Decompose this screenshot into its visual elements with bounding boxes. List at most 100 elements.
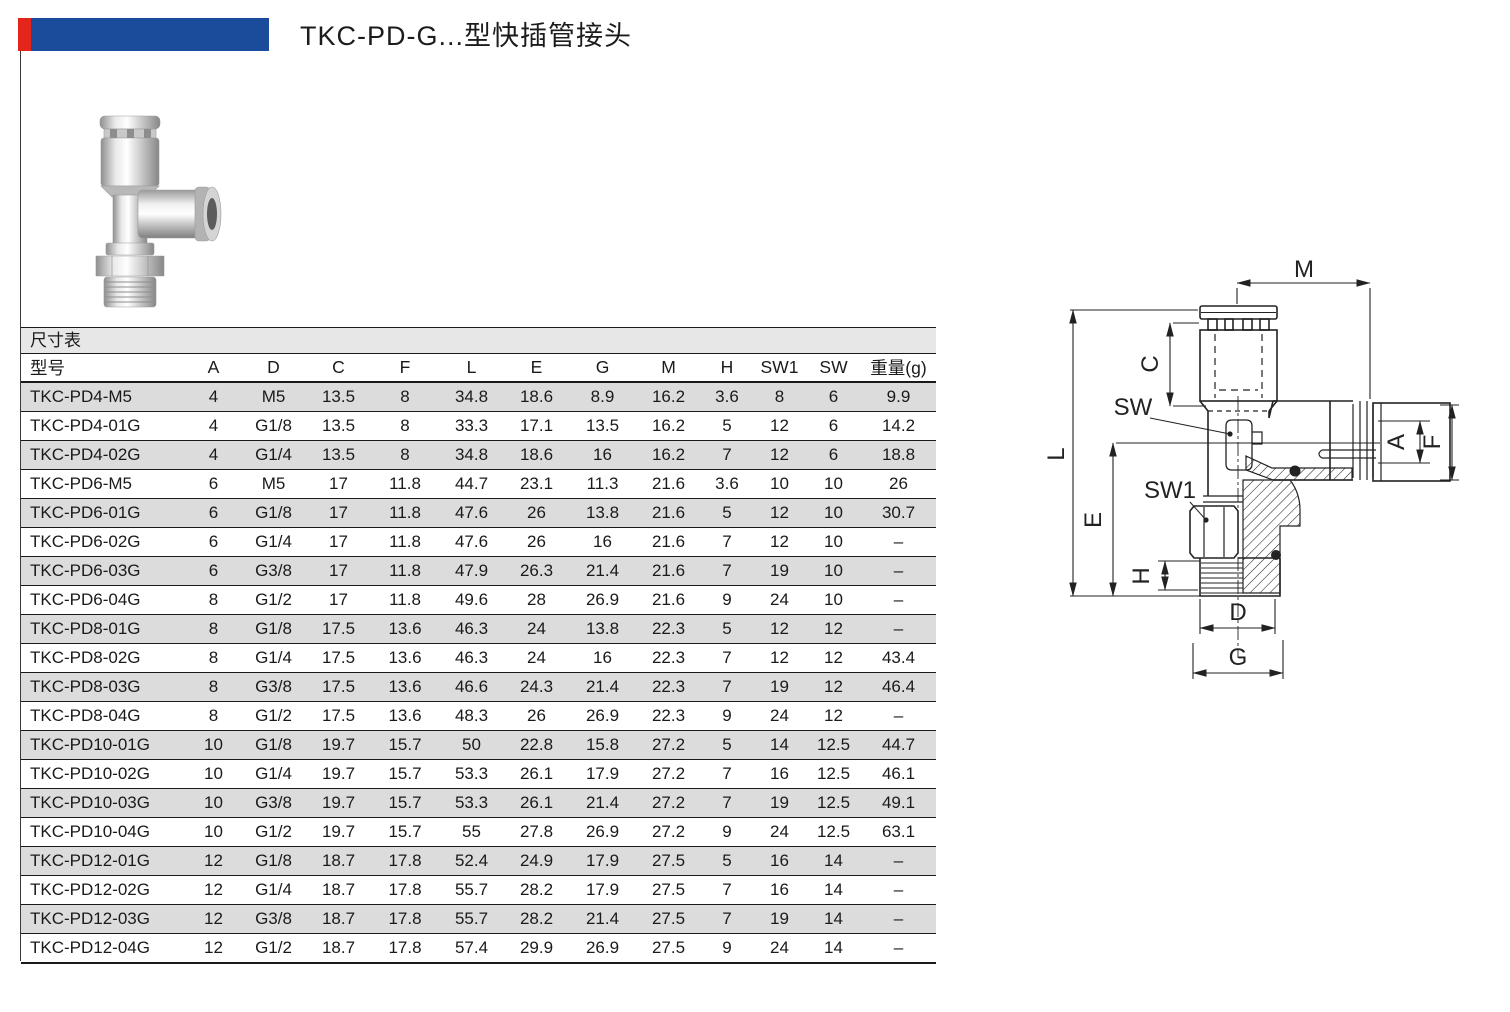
model-cell: TKC-PD10-02G — [21, 759, 186, 789]
value-cell: 10 — [186, 817, 241, 847]
value-cell: 34.8 — [439, 440, 504, 470]
value-cell: 46.1 — [861, 759, 936, 789]
value-cell: 7 — [701, 759, 753, 789]
dim-label-sw1: SW1 — [1144, 477, 1196, 504]
value-cell: 10 — [806, 556, 861, 586]
value-cell: 19 — [753, 904, 806, 934]
red-accent-bar — [18, 18, 31, 51]
value-cell: 18.7 — [306, 933, 371, 964]
value-cell: 19.7 — [306, 788, 371, 818]
value-cell: G1/2 — [241, 585, 306, 615]
value-cell: 24 — [504, 643, 569, 673]
value-cell: 21.4 — [569, 788, 636, 818]
value-cell: 24 — [753, 817, 806, 847]
model-cell: TKC-PD8-01G — [21, 614, 186, 644]
value-cell: G1/4 — [241, 440, 306, 470]
value-cell: 27.5 — [636, 846, 701, 876]
value-cell: 18.7 — [306, 846, 371, 876]
value-cell: 8 — [371, 382, 439, 412]
value-cell: 49.1 — [861, 788, 936, 818]
value-cell: 22.3 — [636, 643, 701, 673]
value-cell: 9.9 — [861, 382, 936, 412]
photo-side-bore — [207, 198, 217, 230]
value-cell: 7 — [701, 556, 753, 586]
column-header-4: F — [371, 354, 439, 383]
value-cell: 10 — [186, 730, 241, 760]
value-cell: G1/4 — [241, 643, 306, 673]
value-cell: 46.4 — [861, 672, 936, 702]
value-cell: 17 — [306, 469, 371, 499]
section-hatch — [1242, 455, 1353, 594]
value-cell: 24.3 — [504, 672, 569, 702]
left-rule-line — [20, 51, 21, 961]
value-cell: 26.9 — [569, 701, 636, 731]
value-cell: 12 — [186, 933, 241, 964]
value-cell: 8 — [186, 585, 241, 615]
value-cell: 19 — [753, 788, 806, 818]
value-cell: G1/8 — [241, 498, 306, 528]
value-cell: 34.8 — [439, 382, 504, 412]
value-cell: 14 — [753, 730, 806, 760]
model-cell: TKC-PD12-04G — [21, 933, 186, 964]
value-cell: G1/8 — [241, 730, 306, 760]
value-cell: 11.8 — [371, 585, 439, 615]
value-cell: 23.1 — [504, 469, 569, 499]
value-cell: 15.7 — [371, 759, 439, 789]
value-cell: G1/4 — [241, 759, 306, 789]
value-cell: 18.7 — [306, 875, 371, 905]
column-header-8: M — [636, 354, 701, 383]
value-cell: 6 — [186, 498, 241, 528]
value-cell: 27.2 — [636, 759, 701, 789]
value-cell: 53.3 — [439, 759, 504, 789]
product-photo — [40, 80, 280, 340]
value-cell: 15.7 — [371, 788, 439, 818]
value-cell: 17.1 — [504, 411, 569, 441]
dim-label-a: A — [1383, 434, 1410, 450]
value-cell: 9 — [701, 933, 753, 964]
column-header-10: SW1 — [753, 354, 806, 383]
model-cell: TKC-PD6-02G — [21, 527, 186, 557]
o-ring-dot — [1271, 550, 1281, 560]
value-cell: 44.7 — [861, 730, 936, 760]
value-cell: 17.5 — [306, 701, 371, 731]
value-cell: 24 — [753, 701, 806, 731]
value-cell: 12 — [806, 672, 861, 702]
photo-cartridge — [100, 137, 160, 187]
value-cell: 47.6 — [439, 527, 504, 557]
value-cell: G1/2 — [241, 933, 306, 964]
value-cell: G1/4 — [241, 875, 306, 905]
value-cell: 6 — [186, 469, 241, 499]
column-header-1: A — [186, 354, 241, 383]
value-cell: 17.5 — [306, 614, 371, 644]
value-cell: 4 — [186, 411, 241, 441]
value-cell: 6 — [186, 556, 241, 586]
value-cell: 16 — [569, 527, 636, 557]
value-cell: 19 — [753, 672, 806, 702]
value-cell: 55 — [439, 817, 504, 847]
value-cell: 14 — [806, 846, 861, 876]
dim-label-f: F — [1419, 435, 1446, 450]
value-cell: 21.6 — [636, 498, 701, 528]
value-cell: G3/8 — [241, 788, 306, 818]
value-cell: 7 — [701, 788, 753, 818]
model-cell: TKC-PD10-04G — [21, 817, 186, 847]
value-cell: 52.4 — [439, 846, 504, 876]
dimension-lines — [1069, 279, 1459, 679]
value-cell: 10 — [753, 469, 806, 499]
value-cell: 13.5 — [306, 440, 371, 470]
value-cell: – — [861, 527, 936, 557]
dim-label-m: M — [1294, 258, 1314, 283]
value-cell: 9 — [701, 817, 753, 847]
column-header-12: 重量(g) — [861, 354, 936, 383]
model-cell: TKC-PD10-03G — [21, 788, 186, 818]
value-cell: 18.7 — [306, 904, 371, 934]
value-cell: 14.2 — [861, 411, 936, 441]
